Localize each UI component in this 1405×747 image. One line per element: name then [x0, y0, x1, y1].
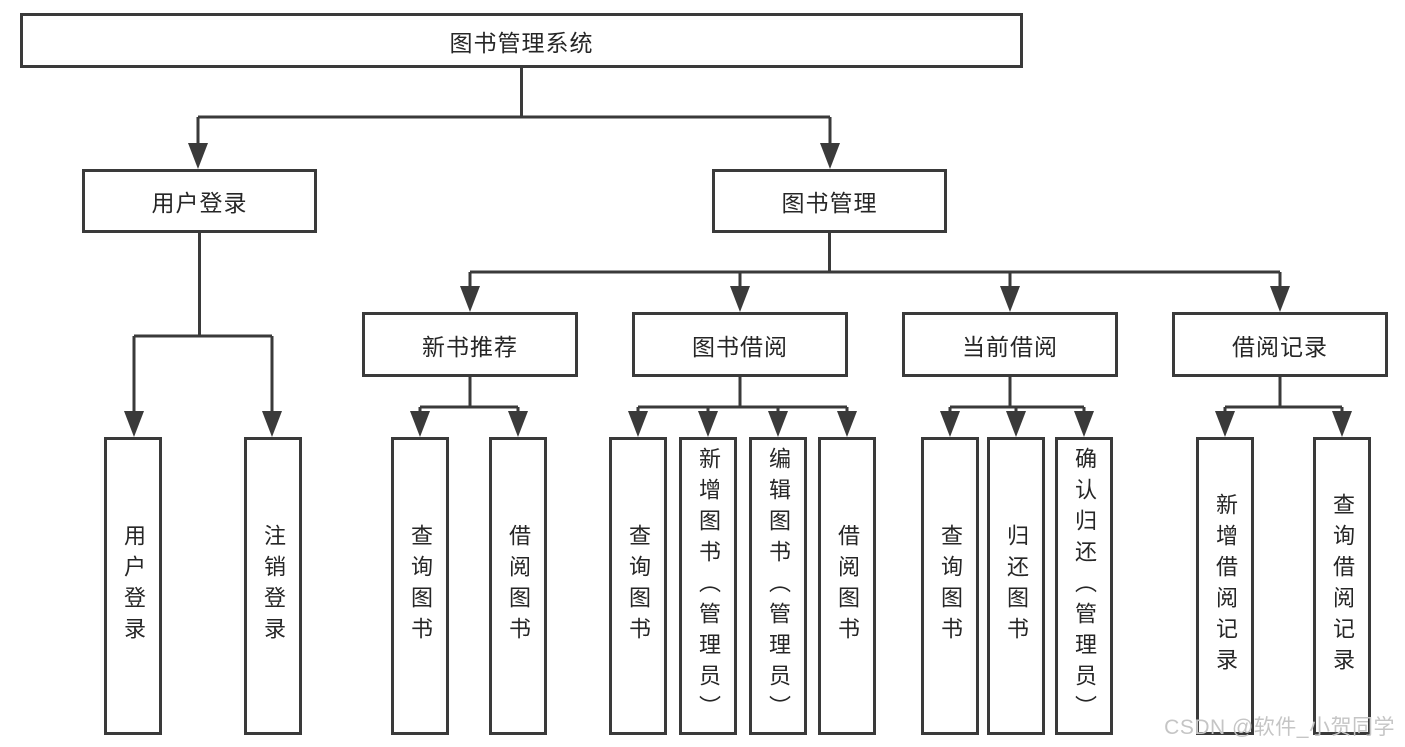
- leaf-query-borrow-record: 查询借阅记录: [1313, 437, 1371, 735]
- leaf-label: 借阅图书: [835, 524, 860, 648]
- leaf-label: 借阅图书: [506, 524, 531, 648]
- arrow-icon: [124, 411, 144, 437]
- arrow-icon: [1006, 411, 1026, 437]
- node-book-management-module: 图书管理: [712, 169, 947, 233]
- arrow-icon: [460, 286, 480, 312]
- leaf-query-books: 查询图书: [391, 437, 449, 735]
- leaf-label: 查询图书: [408, 524, 433, 648]
- arrow-icon: [940, 411, 960, 437]
- arrow-icon: [1215, 411, 1235, 437]
- leaf-borrow-books: 借阅图书: [489, 437, 547, 735]
- leaf-label: 归还图书: [1004, 524, 1029, 648]
- arrow-icon: [1270, 286, 1290, 312]
- leaf-label: 查询图书: [938, 524, 963, 648]
- node-label: 借阅记录: [1232, 333, 1328, 360]
- leaf-edit-books-admin: 编辑图书（管理员）: [749, 437, 807, 735]
- node-label: 图书管理: [781, 190, 878, 216]
- leaf-add-borrow-record: 新增借阅记录: [1196, 437, 1254, 735]
- node-book-borrowing: 图书借阅: [632, 312, 848, 377]
- arrow-icon: [1074, 411, 1094, 437]
- node-new-book-recommend: 新书推荐: [362, 312, 578, 377]
- leaf-label: 确认归还（管理员）: [1072, 446, 1097, 726]
- node-label: 图书管理系统: [449, 29, 594, 56]
- arrow-icon: [1332, 411, 1352, 437]
- leaf-logout: 注销登录: [244, 437, 302, 735]
- node-label: 新书推荐: [422, 333, 518, 360]
- node-label: 当前借阅: [962, 333, 1058, 360]
- csdn-watermark: CSDN @软件_小贺同学: [1164, 716, 1395, 739]
- leaf-label: 新增图书（管理员）: [696, 446, 721, 726]
- leaf-label: 用户登录: [121, 524, 146, 648]
- leaf-label: 编辑图书（管理员）: [766, 446, 791, 726]
- node-borrowing-records: 借阅记录: [1172, 312, 1388, 377]
- arrow-icon: [820, 143, 840, 169]
- node-label: 图书借阅: [692, 333, 788, 360]
- node-user-login-module: 用户登录: [82, 169, 317, 233]
- arrow-icon: [628, 411, 648, 437]
- leaf-confirm-return-admin: 确认归还（管理员）: [1055, 437, 1113, 735]
- arrow-icon: [188, 143, 208, 169]
- leaf-label: 注销登录: [261, 524, 286, 648]
- arrow-icon: [410, 411, 430, 437]
- arrowheads: [124, 143, 1352, 437]
- leaf-borrow-books: 借阅图书: [818, 437, 876, 735]
- arrow-icon: [730, 286, 750, 312]
- arrow-icon: [837, 411, 857, 437]
- arrow-icon: [508, 411, 528, 437]
- leaf-query-books: 查询图书: [921, 437, 979, 735]
- leaf-user-login: 用户登录: [104, 437, 162, 735]
- node-root-system: 图书管理系统: [20, 13, 1023, 68]
- leaf-add-books-admin: 新增图书（管理员）: [679, 437, 737, 735]
- node-label: 用户登录: [151, 190, 248, 216]
- leaf-query-books: 查询图书: [609, 437, 667, 735]
- leaf-label: 查询借阅记录: [1330, 493, 1355, 679]
- leaf-return-books: 归还图书: [987, 437, 1045, 735]
- leaf-label: 新增借阅记录: [1213, 493, 1238, 679]
- leaf-label: 查询图书: [626, 524, 651, 648]
- arrow-icon: [768, 411, 788, 437]
- arrow-icon: [262, 411, 282, 437]
- node-current-borrowing: 当前借阅: [902, 312, 1118, 377]
- arrow-icon: [1000, 286, 1020, 312]
- connector-lines: [132, 68, 1344, 413]
- arrow-icon: [698, 411, 718, 437]
